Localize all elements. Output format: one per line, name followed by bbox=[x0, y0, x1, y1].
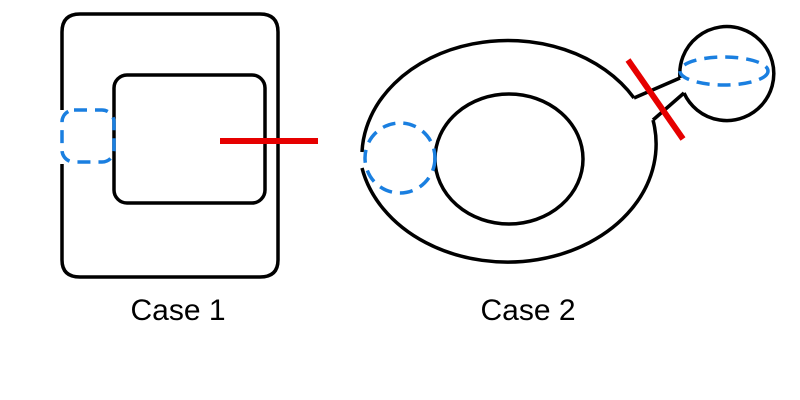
case-1-label: Case 1 bbox=[130, 294, 225, 327]
case-2-outer-boundary bbox=[360, 38, 658, 264]
case-1-outer-boundary bbox=[60, 12, 280, 279]
case-1-dashed-cycle bbox=[60, 108, 116, 164]
case-2-bulb bbox=[678, 24, 776, 123]
case-2-dashed-cycle-left bbox=[363, 121, 437, 195]
case-1-figure bbox=[60, 12, 318, 279]
case-2-red-cut bbox=[625, 58, 686, 141]
case-2-neck-lower bbox=[651, 91, 686, 122]
case-2-figure bbox=[360, 24, 776, 264]
case-2-inner-boundary bbox=[433, 92, 585, 226]
case-2-neck-upper bbox=[633, 76, 681, 100]
case-2-dashed-cycle-bulb bbox=[678, 55, 770, 87]
case-2-label: Case 2 bbox=[480, 294, 575, 327]
